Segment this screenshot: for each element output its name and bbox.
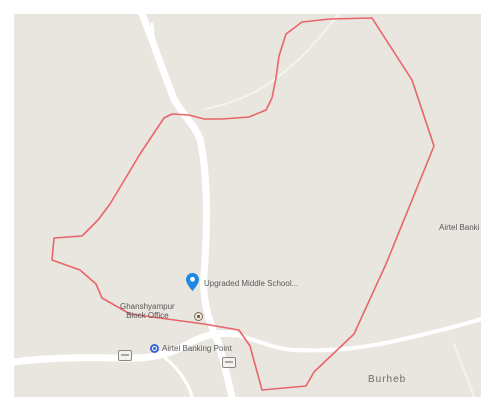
road-west <box>14 329 238 366</box>
route-shield-icon <box>222 357 236 368</box>
road-east <box>232 317 481 353</box>
route-shield-icon <box>118 350 132 361</box>
map-canvas[interactable]: Upgraded Middle School... Ghanshyampur B… <box>14 14 481 397</box>
road-northeast <box>203 14 340 110</box>
office-label-line1: Ghanshyampur <box>120 302 175 311</box>
boundary-outline <box>51 17 435 391</box>
school-label[interactable]: Upgraded Middle School... <box>204 279 299 288</box>
road-branch-north <box>150 22 176 101</box>
road-south <box>162 355 194 397</box>
bank-label[interactable]: Airtel Banking Point <box>162 344 232 353</box>
bank-circle-icon[interactable] <box>150 344 159 353</box>
road-small <box>453 343 475 397</box>
office-label-line2: Block Office <box>126 311 169 320</box>
map-pin-icon[interactable] <box>186 273 199 291</box>
road-main-north <box>138 14 236 397</box>
map-base-layer <box>14 14 481 397</box>
government-building-icon[interactable] <box>194 312 203 321</box>
bank-label-right[interactable]: Airtel Banki <box>439 223 480 232</box>
office-label[interactable]: Ghanshyampur Block Office <box>120 302 175 320</box>
town-label: Burheb <box>368 374 407 385</box>
